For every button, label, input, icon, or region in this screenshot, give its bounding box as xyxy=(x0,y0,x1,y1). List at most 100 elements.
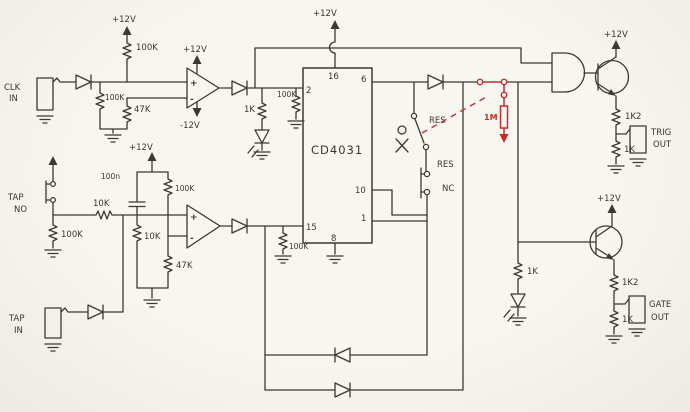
manual-actuator-symbol xyxy=(395,125,409,153)
opamp1-plus: + xyxy=(190,79,198,89)
clk-pullup-value: 100K xyxy=(136,43,158,53)
reset-toggle-label: RES xyxy=(429,116,446,126)
tap-series-resistor-value: 10K xyxy=(93,199,110,209)
ground-symbol xyxy=(607,165,625,174)
clk-divider-resistor-left xyxy=(95,89,105,113)
mechanical-link-dashed-line xyxy=(421,95,489,134)
opamp2-plus: + xyxy=(190,213,198,223)
tap-pullup-resistor xyxy=(163,175,173,199)
opamp2-minus: - xyxy=(190,234,194,244)
tap-pullup-value: 100K xyxy=(175,184,195,193)
clk-output-diode xyxy=(231,80,248,96)
tap-in-jack xyxy=(44,307,62,352)
clk-led-resistor xyxy=(257,99,267,123)
ic-pin15-label: 15 xyxy=(306,223,317,233)
gate-out-label-1: GATE xyxy=(649,300,671,310)
tap-capacitor xyxy=(128,201,146,208)
tap-divider-resistor-right xyxy=(163,252,173,276)
clk-in-jack xyxy=(36,77,54,124)
clock-in-pulldown-value: 100K xyxy=(277,90,297,99)
gate-supply-label: +12V xyxy=(597,194,621,204)
ground-symbol xyxy=(36,115,54,124)
tap-in-diode xyxy=(87,304,104,320)
feedback-diode-upper xyxy=(334,347,351,363)
supply-arrow-icon xyxy=(330,20,340,29)
ic-pin1-label: 1 xyxy=(361,214,366,224)
supply-arrow-icon xyxy=(607,204,617,213)
data-in-pulldown-resistor xyxy=(278,229,288,253)
q-output-diode xyxy=(427,74,444,90)
opamp1-vplus-label: +12V xyxy=(183,45,207,55)
trig-emitter-resistor xyxy=(611,105,621,129)
tap-in-label-1: TAP xyxy=(8,314,24,324)
ground-symbol xyxy=(104,134,122,143)
clk-led-resistor-value: 1K xyxy=(244,105,255,115)
clk-comparator-opamp xyxy=(186,55,220,117)
tap-capacitor-value: 100n xyxy=(101,172,120,181)
ground-symbol xyxy=(287,120,305,129)
trig-out-label-1: TRIG xyxy=(650,128,671,138)
gate-out-label-2: OUT xyxy=(651,313,670,323)
gate-emitter-resistor xyxy=(609,271,619,295)
clk-input-diode xyxy=(75,74,92,90)
tap-divider-left-value: 10K xyxy=(144,232,161,242)
gate-led-resistor-value: 1K xyxy=(527,267,538,277)
ic-pin2-label: 2 xyxy=(306,86,311,96)
tap-button-no xyxy=(45,156,58,204)
ic-pin6-label: 6 xyxy=(361,75,366,85)
ic-pin10-label: 10 xyxy=(355,186,366,196)
ground-symbol xyxy=(629,158,647,167)
supply-arrow-icon xyxy=(122,26,132,35)
trig-transistor xyxy=(594,56,630,96)
gate-load-resistor-value: 1K xyxy=(622,315,633,325)
ground-symbol xyxy=(253,151,271,160)
trig-emitter-resistor-value: 1K2 xyxy=(625,112,641,122)
ground-symbol xyxy=(143,299,161,308)
clk-divider-left-value: 100K xyxy=(105,93,125,102)
reset-toggle-switch xyxy=(410,112,430,151)
ground-symbol xyxy=(326,255,344,264)
tap-button-pulldown-resistor xyxy=(48,221,58,245)
data-in-pulldown-value: 100K xyxy=(289,242,309,251)
tap-series-resistor xyxy=(92,210,116,220)
tap-supply-label: +12V xyxy=(129,143,153,153)
trig-supply-label: +12V xyxy=(604,30,628,40)
and-gate xyxy=(551,52,586,93)
ground-symbol xyxy=(274,255,292,264)
opamp1-minus: - xyxy=(190,95,194,105)
gate-led xyxy=(503,293,527,326)
ground-symbol xyxy=(44,249,62,258)
clk-pullup-resistor xyxy=(122,39,132,63)
clk-divider-right-value: 47K xyxy=(134,105,151,115)
feedback-diode-lower xyxy=(334,382,351,398)
ground-symbol xyxy=(44,343,62,352)
red-1m-value: 1M xyxy=(484,113,498,122)
supply-arrow-icon xyxy=(48,156,58,165)
clk-jack-label-1: CLK xyxy=(4,83,21,93)
ic-cd4031 xyxy=(302,67,373,244)
supply-arrow-icon xyxy=(147,152,157,161)
clk-jack-label-2: IN xyxy=(9,94,18,104)
ic-pin8-label: 8 xyxy=(331,234,336,244)
tap-button-pulldown-value: 100K xyxy=(61,230,83,240)
tap-divider-right-value: 47K xyxy=(176,261,193,271)
gate-led-resistor xyxy=(513,259,523,283)
trig-out-jack xyxy=(629,125,647,167)
tap-comparator-opamp xyxy=(186,204,221,249)
supply-arrow-icon xyxy=(611,40,621,49)
tap-divider-resistor-left xyxy=(132,221,142,245)
gate-load-resistor xyxy=(609,307,619,331)
tap-output-diode xyxy=(231,218,248,234)
wires xyxy=(52,28,631,391)
clk-divider-resistor-right xyxy=(122,102,132,126)
red-linked-switch xyxy=(421,78,508,134)
ground-symbol xyxy=(605,335,623,344)
ic-part-number: CD4031 xyxy=(311,143,363,157)
opamp1-vminus-label: -12V xyxy=(180,121,200,131)
reset-push-switch-nc xyxy=(420,167,431,199)
red-1m-pull-resistor xyxy=(499,84,509,143)
trig-load-resistor xyxy=(611,137,621,161)
ic-supply-label: +12V xyxy=(313,9,337,19)
reset-push-contact-label: NC xyxy=(442,184,454,194)
